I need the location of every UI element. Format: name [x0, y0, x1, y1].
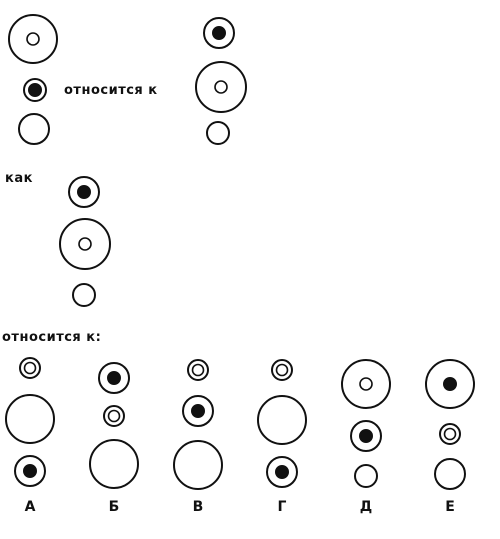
option-g-figure[interactable]: [257, 359, 307, 488]
option-v-label[interactable]: В: [192, 499, 204, 515]
analogy-source-figure: [59, 176, 111, 307]
option-e-label[interactable]: Е: [445, 499, 455, 515]
premise-b-figure: [195, 17, 247, 145]
option-d-figure[interactable]: [341, 359, 391, 488]
option-g-label[interactable]: Г: [277, 499, 287, 515]
option-b-label[interactable]: Б: [108, 499, 120, 515]
option-a-label[interactable]: А: [24, 499, 36, 515]
premise-a-figure: [8, 14, 58, 145]
as-label: как: [5, 171, 33, 186]
relates-to-label-top: относится к: [64, 83, 158, 98]
option-e-figure[interactable]: [425, 359, 475, 490]
option-v-figure[interactable]: [173, 359, 223, 490]
relates-to-label-bottom: относится к:: [2, 330, 102, 345]
option-b-figure[interactable]: [89, 362, 139, 489]
option-d-label[interactable]: Д: [359, 499, 373, 515]
option-a-figure[interactable]: [5, 357, 55, 487]
